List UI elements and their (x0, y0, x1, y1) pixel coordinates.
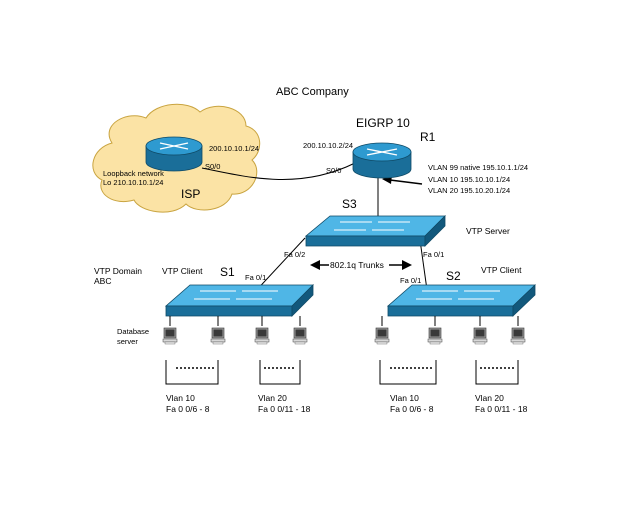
r1-name-label: R1 (420, 130, 436, 144)
s2-pcs (374, 327, 526, 345)
s3-switch (304, 215, 446, 247)
loopback-label-1: Loopback network (103, 169, 164, 178)
trunk-arrow (310, 258, 412, 271)
s1-vlan10-bracket (165, 360, 219, 385)
vlan-brackets (165, 360, 519, 385)
r1-interface-label: S0/0 (326, 166, 341, 175)
vtp-domain-label-1: VTP Domain (94, 266, 142, 276)
routing-protocol-label: EIGRP 10 (356, 116, 410, 130)
s1-vlan20-bracket (259, 360, 301, 385)
pc-links (169, 316, 519, 326)
isp-router (145, 136, 203, 172)
s3-role-label: VTP Server (466, 226, 510, 236)
s1-vlan20-ports: Fa 0 0/11 - 18 (258, 404, 311, 414)
trunks-label: 802.1q Trunks (330, 260, 384, 270)
pc-icon (472, 327, 488, 345)
s1-name-label: S1 (220, 265, 235, 279)
serial-link (201, 162, 356, 180)
s2-vlan10-label: Vlan 10 (390, 393, 419, 403)
db-label-2: server (117, 337, 138, 346)
r1-subif-3: VLAN 20 195.10.20.1/24 (428, 186, 510, 195)
s2-switch (386, 284, 536, 317)
s2-vlan20-bracket (475, 360, 519, 385)
pc-icon (427, 327, 443, 345)
s2-name-label: S2 (446, 269, 461, 283)
pc-icon (254, 327, 270, 345)
s2-vlan20-label: Vlan 20 (475, 393, 504, 403)
s3-port-right-label: Fa 0/1 (423, 250, 444, 259)
diagram-title: ABC Company (276, 86, 349, 98)
s2-vlan10-ports: Fa 0 0/6 - 8 (390, 404, 434, 414)
s3-port-left-label: Fa 0/2 (284, 250, 305, 259)
isp-ip-label: 200.10.10.1/24 (209, 144, 259, 153)
s1-vlan10-label: Vlan 10 (166, 393, 195, 403)
r1-subif-2: VLAN 10 195.10.10.1/24 (428, 175, 510, 184)
pc-icon (210, 327, 226, 345)
loopback-label-2: Lo 210.10.10.1/24 (103, 178, 163, 187)
s1-pcs (162, 327, 308, 345)
pc-icon (162, 327, 178, 345)
r1-subif-1: VLAN 99 native 195.10.1.1/24 (428, 163, 528, 172)
s2-vlan20-ports: Fa 0 0/11 - 18 (475, 404, 528, 414)
isp-name-label: ISP (181, 187, 200, 201)
s2-role-label: VTP Client (481, 265, 522, 275)
s2-vlan10-bracket (379, 360, 437, 385)
s2-port-label: Fa 0/1 (400, 276, 421, 285)
isp-interface-label: S0/0 (205, 162, 220, 171)
db-label-1: Database (117, 327, 149, 336)
s1-vlan10-ports: Fa 0 0/6 - 8 (166, 404, 210, 414)
pc-icon (374, 327, 390, 345)
s1-switch (164, 284, 314, 317)
pc-icon (510, 327, 526, 345)
vtp-domain-label-2: ABC (94, 276, 111, 286)
s3-name-label: S3 (342, 197, 357, 211)
r1-ip-label: 200.10.10.2/24 (303, 141, 353, 150)
r1-router (352, 142, 412, 179)
s1-vlan20-label: Vlan 20 (258, 393, 287, 403)
s1-port-label: Fa 0/1 (245, 273, 266, 282)
s1-role-label: VTP Client (162, 266, 203, 276)
pc-icon (292, 327, 308, 345)
